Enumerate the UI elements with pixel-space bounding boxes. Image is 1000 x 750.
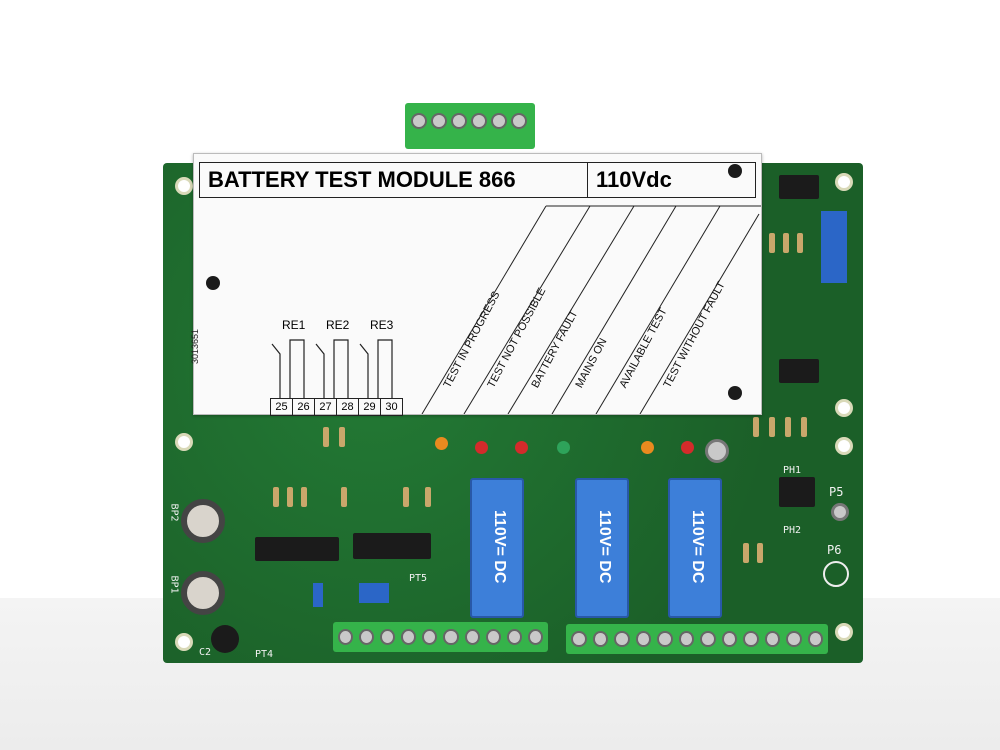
ic-chip: [255, 537, 339, 561]
pt4-label: PT4: [255, 649, 274, 660]
pt5-label: PT5: [409, 573, 428, 584]
pin: 27: [315, 399, 337, 415]
pin: 26: [293, 399, 315, 415]
capacitor: [313, 583, 323, 607]
pin: 29: [359, 399, 381, 415]
relay-re2: 110V= DC: [575, 478, 629, 618]
module-title: BATTERY TEST MODULE 866: [200, 163, 588, 197]
relay-rating: 110V= DC: [596, 510, 613, 584]
bottom-terminal-block-left: [333, 622, 548, 652]
relay-label-2: RE2: [326, 318, 350, 332]
p6-label: P6: [827, 543, 842, 557]
label-screw: [728, 164, 742, 178]
led-orange: [641, 441, 654, 454]
electrolytic-capacitor: [211, 625, 239, 653]
led-red: [681, 441, 694, 454]
module-voltage: 110Vdc: [596, 167, 672, 192]
relay-rating: 110V= DC: [491, 510, 508, 584]
ic-chip: [779, 175, 819, 199]
bp1-label: BP1: [168, 575, 180, 594]
relay-rating: 110V= DC: [689, 510, 706, 584]
trimmer-p6[interactable]: [823, 561, 849, 587]
p5-label: P5: [829, 485, 844, 499]
c2-label: C2: [199, 647, 212, 658]
status-diagonal-lines: [271, 205, 761, 414]
bottom-terminal-block-right: [566, 624, 828, 654]
pin-row: 25 26 27 28 29 30: [270, 398, 403, 416]
ic-chip: [353, 533, 431, 559]
bp2-label: BP2: [168, 503, 180, 522]
top-terminal-block: [405, 103, 535, 149]
capacitor: [821, 211, 847, 283]
led-red: [475, 441, 488, 454]
led-orange: [435, 437, 448, 450]
pin: 25: [271, 399, 293, 415]
relay-label-1: RE1: [282, 318, 306, 332]
relay-re3: 110V= DC: [668, 478, 722, 618]
ph1-label: PH1: [783, 465, 802, 476]
capacitor: [359, 583, 389, 603]
pin: 28: [337, 399, 359, 415]
push-button-bp1[interactable]: [181, 571, 225, 615]
label-screw: [206, 276, 220, 290]
relay-re1: 110V= DC: [470, 478, 524, 618]
trimmer-p5[interactable]: [831, 503, 849, 521]
ph2-label: PH2: [783, 525, 802, 536]
ic-chip: [779, 477, 815, 507]
label-screw: [728, 386, 742, 400]
led-green: [557, 441, 570, 454]
led-red: [515, 441, 528, 454]
module-label: BATTERY TEST MODULE 866 110Vdc 3013651: [190, 153, 762, 416]
relay-label-3: RE3: [370, 318, 394, 332]
title-box: BATTERY TEST MODULE 866 110Vdc: [199, 162, 756, 198]
pin: 30: [385, 401, 398, 413]
ic-chip: [779, 359, 819, 383]
push-button-bp2[interactable]: [181, 499, 225, 543]
